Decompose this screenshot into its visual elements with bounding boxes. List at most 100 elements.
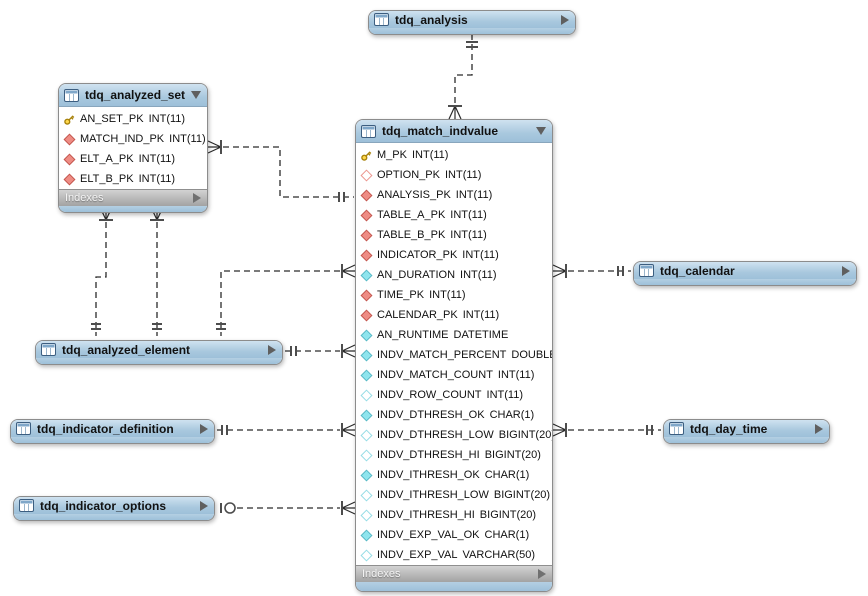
cardinality-zero-circle <box>224 502 236 514</box>
column-type: VARCHAR(50) <box>462 549 536 561</box>
column-row-ELT_B_PK[interactable]: ELT_B_PK INT(11) <box>59 169 207 189</box>
expand-arrow-icon[interactable] <box>200 423 208 434</box>
column-name: AN_DURATION <box>377 269 456 281</box>
table-tdq_day_time[interactable]: tdq_day_time <box>663 419 830 444</box>
indexes-bar[interactable]: Indexes <box>59 189 207 206</box>
table-header[interactable]: tdq_day_time <box>664 420 829 437</box>
column-name: ANALYSIS_PK <box>377 189 451 201</box>
column-type: BIGINT(20) <box>498 429 553 441</box>
attribute-icon <box>360 528 373 542</box>
indexes-expand-arrow-icon[interactable] <box>538 569 546 579</box>
column-type: INT(11) <box>450 229 487 241</box>
column-type: INT(11) <box>497 369 535 381</box>
relationship-line[interactable] <box>95 222 107 336</box>
foreign-key-optional-icon <box>360 168 373 182</box>
relationship-line[interactable] <box>454 34 473 104</box>
table-header[interactable]: tdq_indicator_options <box>14 497 214 514</box>
column-row-INDV_DTHRESH_OK[interactable]: INDV_DTHRESH_OK CHAR(1) <box>356 405 552 425</box>
column-row-TIME_PK[interactable]: TIME_PK INT(11) <box>356 285 552 305</box>
column-name: ELT_B_PK <box>80 173 134 185</box>
column-name: TIME_PK <box>377 289 425 301</box>
column-type: CHAR(1) <box>484 529 530 541</box>
attribute-optional-icon <box>360 428 373 442</box>
table-tdq_indicator_definition[interactable]: tdq_indicator_definition <box>10 419 215 444</box>
expand-arrow-icon[interactable] <box>842 265 850 276</box>
column-name: CALENDAR_PK <box>377 309 458 321</box>
attribute-icon <box>360 268 373 282</box>
cardinality-one-tick <box>338 192 345 202</box>
column-type: INT(11) <box>462 249 499 261</box>
expand-arrow-icon[interactable] <box>268 344 276 355</box>
column-type: INT(11) <box>138 173 176 185</box>
column-name: AN_RUNTIME <box>377 329 449 341</box>
table-header[interactable]: tdq_analyzed_element <box>36 341 282 358</box>
column-name: INDV_DTHRESH_OK <box>377 409 485 421</box>
table-header[interactable]: tdq_indicator_definition <box>11 420 214 437</box>
foreign-key-icon <box>63 132 76 146</box>
attribute-icon <box>360 468 373 482</box>
column-type: DOUBLE <box>511 349 553 361</box>
table-tdq_indicator_options[interactable]: tdq_indicator_options <box>13 496 215 521</box>
column-type: CHAR(1) <box>489 409 535 421</box>
column-type: INT(11) <box>429 289 466 301</box>
cardinality-one-tick <box>290 346 297 356</box>
expand-arrow-icon[interactable] <box>815 423 823 434</box>
column-name: TABLE_A_PK <box>377 209 446 221</box>
table-header[interactable]: tdq_analyzed_set <box>59 84 207 107</box>
collapse-arrow-icon[interactable] <box>191 91 201 99</box>
table-icon <box>669 422 684 435</box>
column-type: INT(11) <box>169 133 206 145</box>
indexes-expand-arrow-icon[interactable] <box>193 193 201 203</box>
table-tdq_calendar[interactable]: tdq_calendar <box>633 261 857 286</box>
expand-arrow-icon[interactable] <box>200 500 208 511</box>
column-type: CHAR(1) <box>484 469 530 481</box>
column-name: INDV_ITHRESH_HI <box>377 509 475 521</box>
table-header[interactable]: tdq_analysis <box>369 11 575 28</box>
table-tdq_analyzed_element[interactable]: tdq_analyzed_element <box>35 340 283 365</box>
table-bottom-strip <box>356 582 552 591</box>
relationship-line[interactable] <box>223 146 354 198</box>
table-header[interactable]: tdq_match_indvalue <box>356 120 552 143</box>
attribute-optional-icon <box>360 508 373 522</box>
table-header[interactable]: tdq_calendar <box>634 262 856 279</box>
expand-arrow-icon[interactable] <box>561 14 569 25</box>
column-type: INT(11) <box>138 153 176 165</box>
table-bottom-strip <box>664 437 829 443</box>
column-name: INDV_ROW_COUNT <box>377 389 482 401</box>
relationship-line[interactable] <box>220 270 340 336</box>
table-icon <box>41 343 56 356</box>
foreign-key-icon <box>63 152 76 166</box>
table-title: tdq_analyzed_set <box>85 88 186 102</box>
table-bottom-strip <box>36 358 282 364</box>
table-bottom-strip <box>59 206 207 212</box>
table-tdq_analysis[interactable]: tdq_analysis <box>368 10 576 35</box>
indexes-bar[interactable]: Indexes <box>356 565 552 582</box>
foreign-key-icon <box>360 308 373 322</box>
table-title: tdq_analysis <box>395 12 468 27</box>
collapse-arrow-icon[interactable] <box>536 127 546 135</box>
